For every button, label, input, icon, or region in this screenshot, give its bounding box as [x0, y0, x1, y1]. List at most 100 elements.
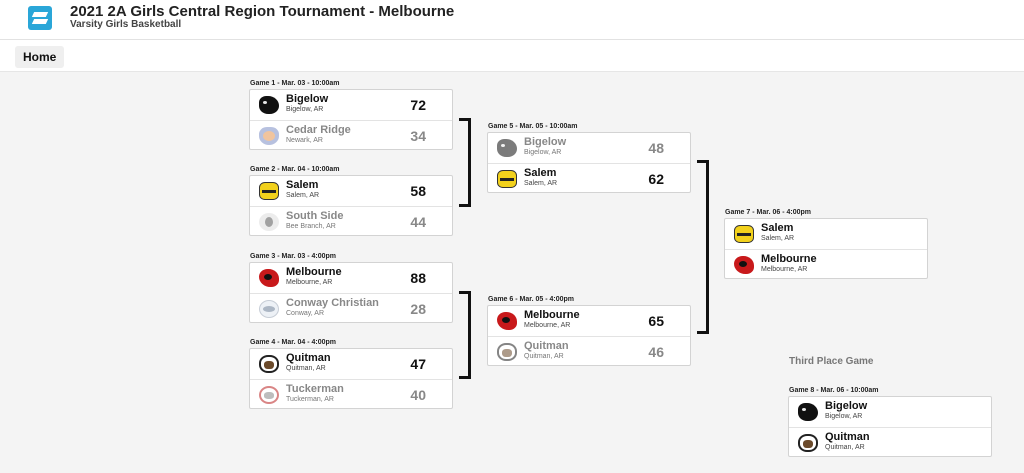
team-row[interactable]: Tuckerman Tuckerman, AR 40: [250, 379, 452, 409]
team-score: 40: [410, 387, 426, 403]
team-location: Bigelow, AR: [286, 106, 324, 113]
team-name: Quitman: [825, 431, 870, 443]
team-row[interactable]: Bigelow Bigelow, AR: [789, 397, 991, 427]
salem-logo-icon: [259, 182, 279, 200]
panther-logo-icon: [259, 96, 279, 114]
game-card[interactable]: Melbourne Melbourne, AR 88 Conway Christ…: [249, 262, 453, 323]
quitman-logo-icon: [798, 434, 818, 452]
melbourne-logo-icon: [497, 312, 517, 330]
team-score: 46: [648, 344, 664, 360]
third-place-heading: Third Place Game: [789, 356, 874, 367]
team-name: Salem: [524, 167, 557, 179]
page-subtitle: Varsity Girls Basketball: [70, 19, 182, 30]
game-label: Game 6 - Mar. 05 - 4:00pm: [488, 296, 574, 303]
game-card[interactable]: Bigelow Bigelow, AR Quitman Quitman, AR: [788, 396, 992, 457]
team-name: Bigelow: [286, 93, 329, 105]
game-label: Game 8 - Mar. 06 - 10:00am: [789, 387, 879, 394]
team-row[interactable]: South Side Bee Branch, AR 44: [250, 206, 452, 236]
team-score: 28: [410, 301, 426, 317]
team-score: 48: [648, 140, 664, 156]
team-row[interactable]: Salem Salem, AR: [725, 219, 927, 249]
team-location: Quitman, AR: [825, 444, 865, 451]
team-row[interactable]: Melbourne Melbourne, AR 65: [488, 306, 690, 336]
team-location: Salem, AR: [524, 180, 558, 187]
team-location: Bee Branch, AR: [286, 223, 336, 230]
team-location: Melbourne, AR: [761, 266, 808, 273]
team-name: Conway Christian: [286, 297, 379, 309]
team-row[interactable]: Quitman Quitman, AR 47: [250, 349, 452, 379]
game-label: Game 7 - Mar. 06 - 4:00pm: [725, 209, 811, 216]
team-location: Quitman, AR: [524, 353, 564, 360]
team-name: Cedar Ridge: [286, 124, 351, 136]
game-label: Game 2 - Mar. 04 - 10:00am: [250, 166, 340, 173]
team-name: Quitman: [286, 352, 331, 364]
team-name: Quitman: [524, 340, 569, 352]
bracket-connector: [697, 160, 709, 334]
team-row[interactable]: Quitman Quitman, AR 46: [488, 336, 690, 366]
team-name: Bigelow: [825, 400, 868, 412]
team-row[interactable]: Cedar Ridge Newark, AR 34: [250, 120, 452, 150]
team-name: Melbourne: [286, 266, 342, 278]
melbourne-logo-icon: [259, 269, 279, 287]
salem-logo-icon: [497, 170, 517, 188]
team-row[interactable]: Conway Christian Conway, AR 28: [250, 293, 452, 323]
game-card[interactable]: Bigelow Bigelow, AR 48 Salem Salem, AR 6…: [487, 132, 691, 193]
game-label: Game 1 - Mar. 03 - 10:00am: [250, 80, 340, 87]
team-score: 34: [410, 128, 426, 144]
team-name: Salem: [286, 179, 319, 191]
game-card[interactable]: Melbourne Melbourne, AR 65 Quitman Quitm…: [487, 305, 691, 366]
team-row[interactable]: Melbourne Melbourne, AR: [725, 249, 927, 279]
team-row[interactable]: Bigelow Bigelow, AR 72: [250, 90, 452, 120]
team-score: 88: [410, 270, 426, 286]
team-score: 65: [648, 313, 664, 329]
cedar-ridge-logo-icon: [259, 127, 279, 145]
team-location: Tuckerman, AR: [286, 396, 334, 403]
page-header: 2021 2A Girls Central Region Tournament …: [0, 0, 1024, 40]
team-name: Melbourne: [524, 309, 580, 321]
team-name: Bigelow: [524, 136, 567, 148]
team-score: 58: [410, 183, 426, 199]
team-location: Newark, AR: [286, 137, 323, 144]
bracket-connector: [459, 291, 471, 379]
game-card[interactable]: Salem Salem, AR 58 South Side Bee Branch…: [249, 175, 453, 236]
game-card[interactable]: Quitman Quitman, AR 47 Tuckerman Tuckerm…: [249, 348, 453, 409]
team-name: South Side: [286, 210, 344, 222]
tuckerman-logo-icon: [259, 386, 279, 404]
game-label: Game 5 - Mar. 05 - 10:00am: [488, 123, 578, 130]
tab-home[interactable]: Home: [15, 46, 65, 68]
conway-christian-logo-icon: [259, 300, 279, 318]
game-card[interactable]: Salem Salem, AR Melbourne Melbourne, AR: [724, 218, 928, 279]
south-side-logo-icon: [259, 213, 279, 231]
team-location: Melbourne, AR: [286, 279, 333, 286]
team-score: 72: [410, 97, 426, 113]
team-location: Bigelow, AR: [825, 413, 863, 420]
nav-bar: Home: [0, 40, 1024, 72]
game-label: Game 3 - Mar. 03 - 4:00pm: [250, 253, 336, 260]
game-card[interactable]: Bigelow Bigelow, AR 72 Cedar Ridge Newar…: [249, 89, 453, 150]
tournament-logo-icon: [28, 6, 52, 30]
team-row[interactable]: Melbourne Melbourne, AR 88: [250, 263, 452, 293]
team-name: Tuckerman: [286, 383, 344, 395]
panther-logo-icon: [798, 403, 818, 421]
team-row[interactable]: Salem Salem, AR 62: [488, 163, 690, 193]
team-score: 44: [410, 214, 426, 230]
quitman-logo-icon: [259, 355, 279, 373]
team-location: Bigelow, AR: [524, 149, 562, 156]
team-location: Conway, AR: [286, 310, 324, 317]
salem-logo-icon: [734, 225, 754, 243]
game-label: Game 4 - Mar. 04 - 4:00pm: [250, 339, 336, 346]
page-title: 2021 2A Girls Central Region Tournament …: [70, 3, 455, 20]
team-name: Salem: [761, 222, 794, 234]
team-location: Salem, AR: [286, 192, 320, 199]
team-score: 62: [648, 171, 664, 187]
team-location: Quitman, AR: [286, 365, 326, 372]
team-score: 47: [410, 356, 426, 372]
team-row[interactable]: Bigelow Bigelow, AR 48: [488, 133, 690, 163]
melbourne-logo-icon: [734, 256, 754, 274]
bracket-connector: [459, 118, 471, 207]
team-row[interactable]: Quitman Quitman, AR: [789, 427, 991, 457]
panther-logo-icon: [497, 139, 517, 157]
team-row[interactable]: Salem Salem, AR 58: [250, 176, 452, 206]
team-name: Melbourne: [761, 253, 817, 265]
team-location: Salem, AR: [761, 235, 795, 242]
